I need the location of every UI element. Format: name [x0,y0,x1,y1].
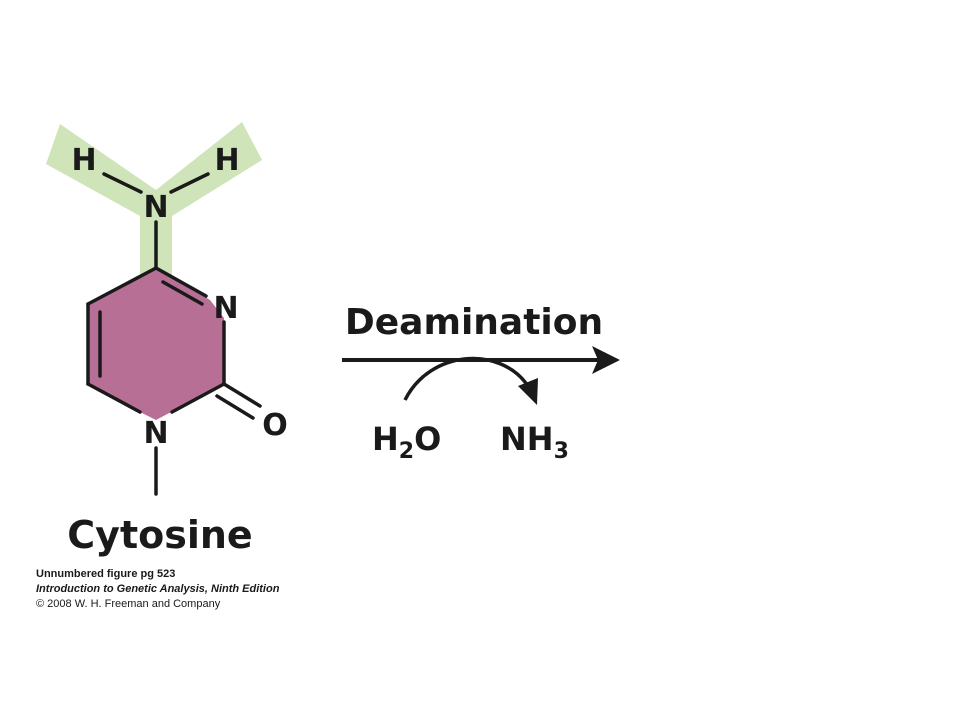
atom-amine-nitrogen: N [143,190,168,225]
bond-c2-o-double [215,394,255,420]
molecule-name: Cytosine [67,513,252,557]
bond-c4-n3-double [161,280,204,306]
product-ammonia-prefix: NH [500,420,554,458]
reaction-label: Deamination [345,302,603,343]
atom-hydrogen-left: H [71,143,96,178]
reactant-water: H2O [372,420,441,464]
bond-h-left [102,172,143,194]
bond-c2-n1 [170,382,226,414]
product-ammonia: NH3 [500,420,569,464]
reactant-water-subscript: 2 [399,439,414,464]
reactant-water-suffix: O [414,420,441,458]
bond-n1-c6 [86,382,142,414]
bond-c5-c4 [86,266,158,306]
caption-book-title: Introduction to Genetic Analysis, Ninth … [36,583,280,595]
amine-group-highlight [46,122,262,278]
atom-ring-nitrogen-3: N [213,291,238,326]
atom-ring-nitrogen-1: N [143,416,168,451]
atom-carbonyl-oxygen: O [262,408,288,443]
reactant-water-prefix: H [372,420,399,458]
caption-copyright: © 2008 W. H. Freeman and Company [36,598,221,610]
bond-c4-n3 [154,266,208,298]
bond-c2-o [222,382,262,408]
product-ammonia-subscript: 3 [554,439,569,464]
bond-h-right [169,172,210,194]
curved-side-arrow [403,356,538,405]
figure-caption: Unnumbered figure pg 523 Introduction to… [36,567,279,612]
atom-hydrogen-right: H [214,143,239,178]
bonds [86,172,262,496]
caption-figure-reference: Unnumbered figure pg 523 [36,568,176,580]
pyrimidine-ring [88,268,224,420]
